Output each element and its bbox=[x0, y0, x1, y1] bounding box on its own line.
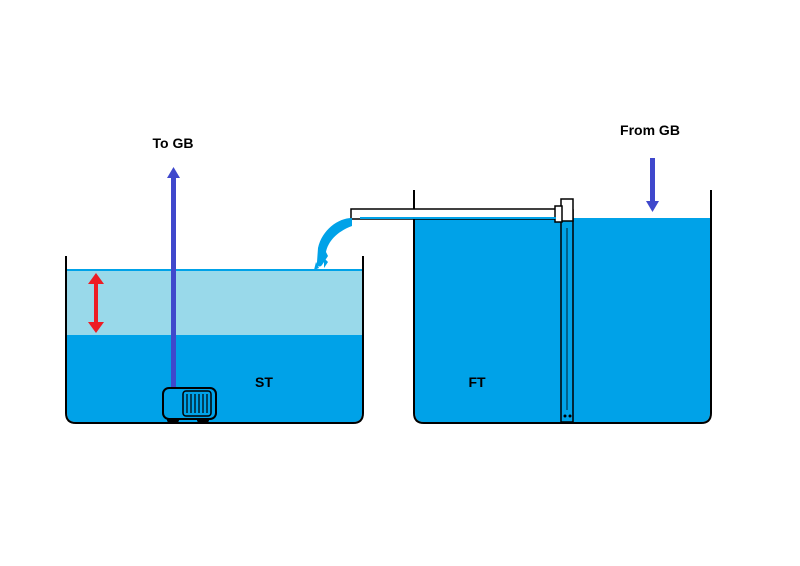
water-stream bbox=[314, 218, 352, 270]
label-sump-tank: ST bbox=[255, 374, 273, 390]
double-headed-arrow-icon bbox=[88, 273, 104, 333]
label-from-gb: From GB bbox=[620, 122, 680, 138]
sump-water bbox=[67, 335, 362, 422]
overflow-standpipe bbox=[560, 198, 574, 423]
sump-tank bbox=[65, 256, 364, 424]
up-arrow-icon bbox=[167, 167, 180, 390]
submersible-pump-icon bbox=[162, 387, 217, 424]
sump-level-range-band bbox=[67, 270, 362, 335]
label-fish-tank: FT bbox=[468, 374, 486, 390]
fish-tank-outline bbox=[413, 190, 712, 424]
sump-tank-outline bbox=[65, 256, 364, 424]
label-to-gb: To GB bbox=[153, 135, 194, 151]
overflow-return-pipe bbox=[350, 205, 563, 223]
down-arrow-icon bbox=[646, 158, 659, 212]
